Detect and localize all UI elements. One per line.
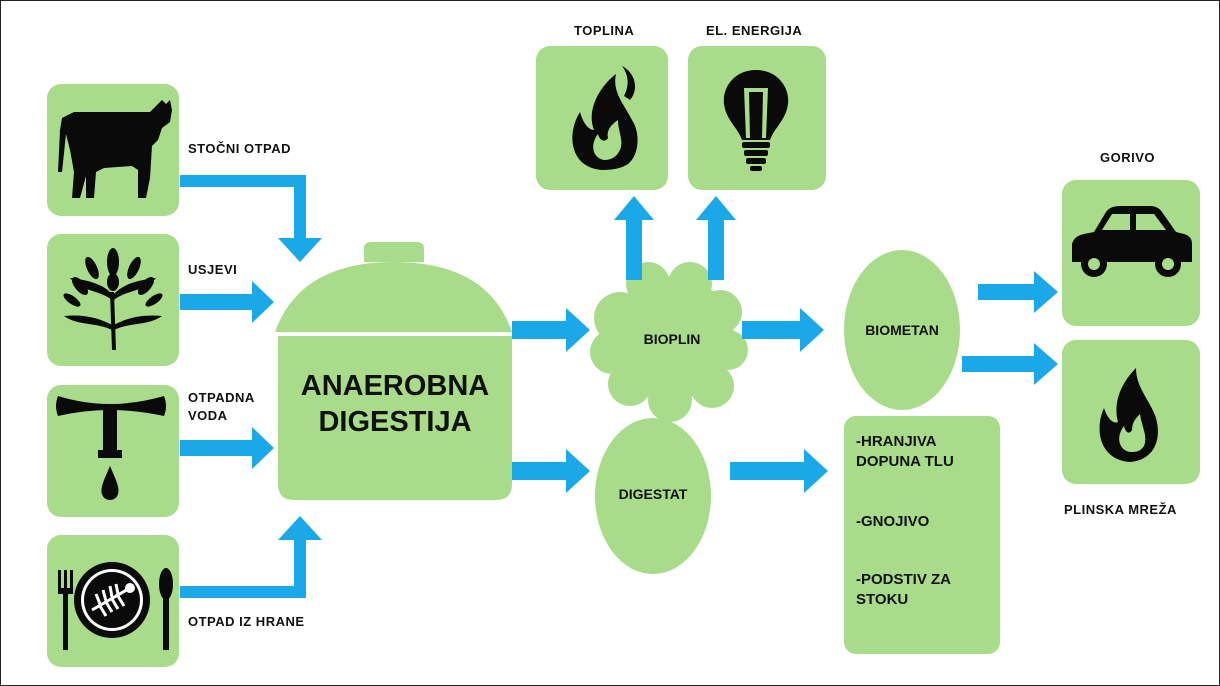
arrow-livestock	[180, 175, 322, 262]
cow-icon	[58, 100, 172, 198]
biometan-label: BIOMETAN	[865, 322, 939, 338]
digestat-use-1-line2: DOPUNA TLU	[856, 453, 954, 470]
digestat-node	[595, 418, 711, 574]
faucet-icon	[56, 396, 166, 500]
digester-pot	[275, 242, 512, 500]
plate-fish-bone-icon	[58, 562, 173, 650]
flame-icon	[572, 66, 638, 170]
digester-line2: DIGESTIJA	[318, 406, 472, 438]
arrow-to-bioplin	[512, 308, 590, 352]
label-otpadna: OTPADNA	[188, 390, 255, 405]
bioplin-label: BIOPLIN	[643, 331, 701, 347]
digester-title: ANAEROBNA DIGESTIJA	[278, 368, 512, 440]
label-toplina: TOPLINA	[574, 23, 635, 38]
label-voda: VODA	[188, 408, 228, 423]
arrow-to-gorivo	[978, 271, 1058, 313]
digestat-label: DIGESTAT	[618, 486, 688, 502]
label-otpad-iz-hrane: OTPAD IZ HRANE	[188, 614, 305, 629]
digestat-use-2: -GNOJIVO	[856, 513, 930, 530]
biometan-node	[844, 250, 960, 410]
arrow-to-toplina	[614, 196, 654, 280]
digestat-use-3-line1: -PODSTIV ZA	[856, 571, 952, 588]
arrow-to-el-energija	[696, 196, 736, 280]
arrow-to-digestat	[512, 449, 590, 493]
arrow-wastewater	[180, 427, 274, 469]
gas-flame-icon	[1099, 368, 1158, 462]
label-gorivo: GORIVO	[1100, 150, 1156, 165]
label-el-energija: EL. ENERGIJA	[706, 23, 803, 38]
label-stocni-otpad: STOČNI OTPAD	[188, 141, 292, 156]
arrow-to-plinska-mreza	[962, 343, 1058, 385]
car-icon	[1072, 206, 1192, 277]
arrow-crops	[180, 281, 274, 323]
arrow-to-digestat-uses	[730, 449, 828, 493]
digester-line1: ANAEROBNA	[300, 370, 490, 402]
label-usjevi: USJEVI	[188, 262, 238, 277]
bioplin-cloud	[590, 262, 748, 422]
wheat-icon	[63, 248, 163, 350]
label-plinska-mreza: PLINSKA MREŽA	[1064, 502, 1177, 517]
digestat-use-3-line2: STOKU	[856, 591, 909, 608]
arrow-foodwaste	[180, 516, 322, 598]
arrow-to-biometan	[742, 308, 824, 352]
light-bulb-icon	[723, 70, 789, 171]
digestat-uses-box	[844, 416, 1000, 654]
digestat-use-1-line1: -HRANJIVA	[856, 433, 937, 450]
